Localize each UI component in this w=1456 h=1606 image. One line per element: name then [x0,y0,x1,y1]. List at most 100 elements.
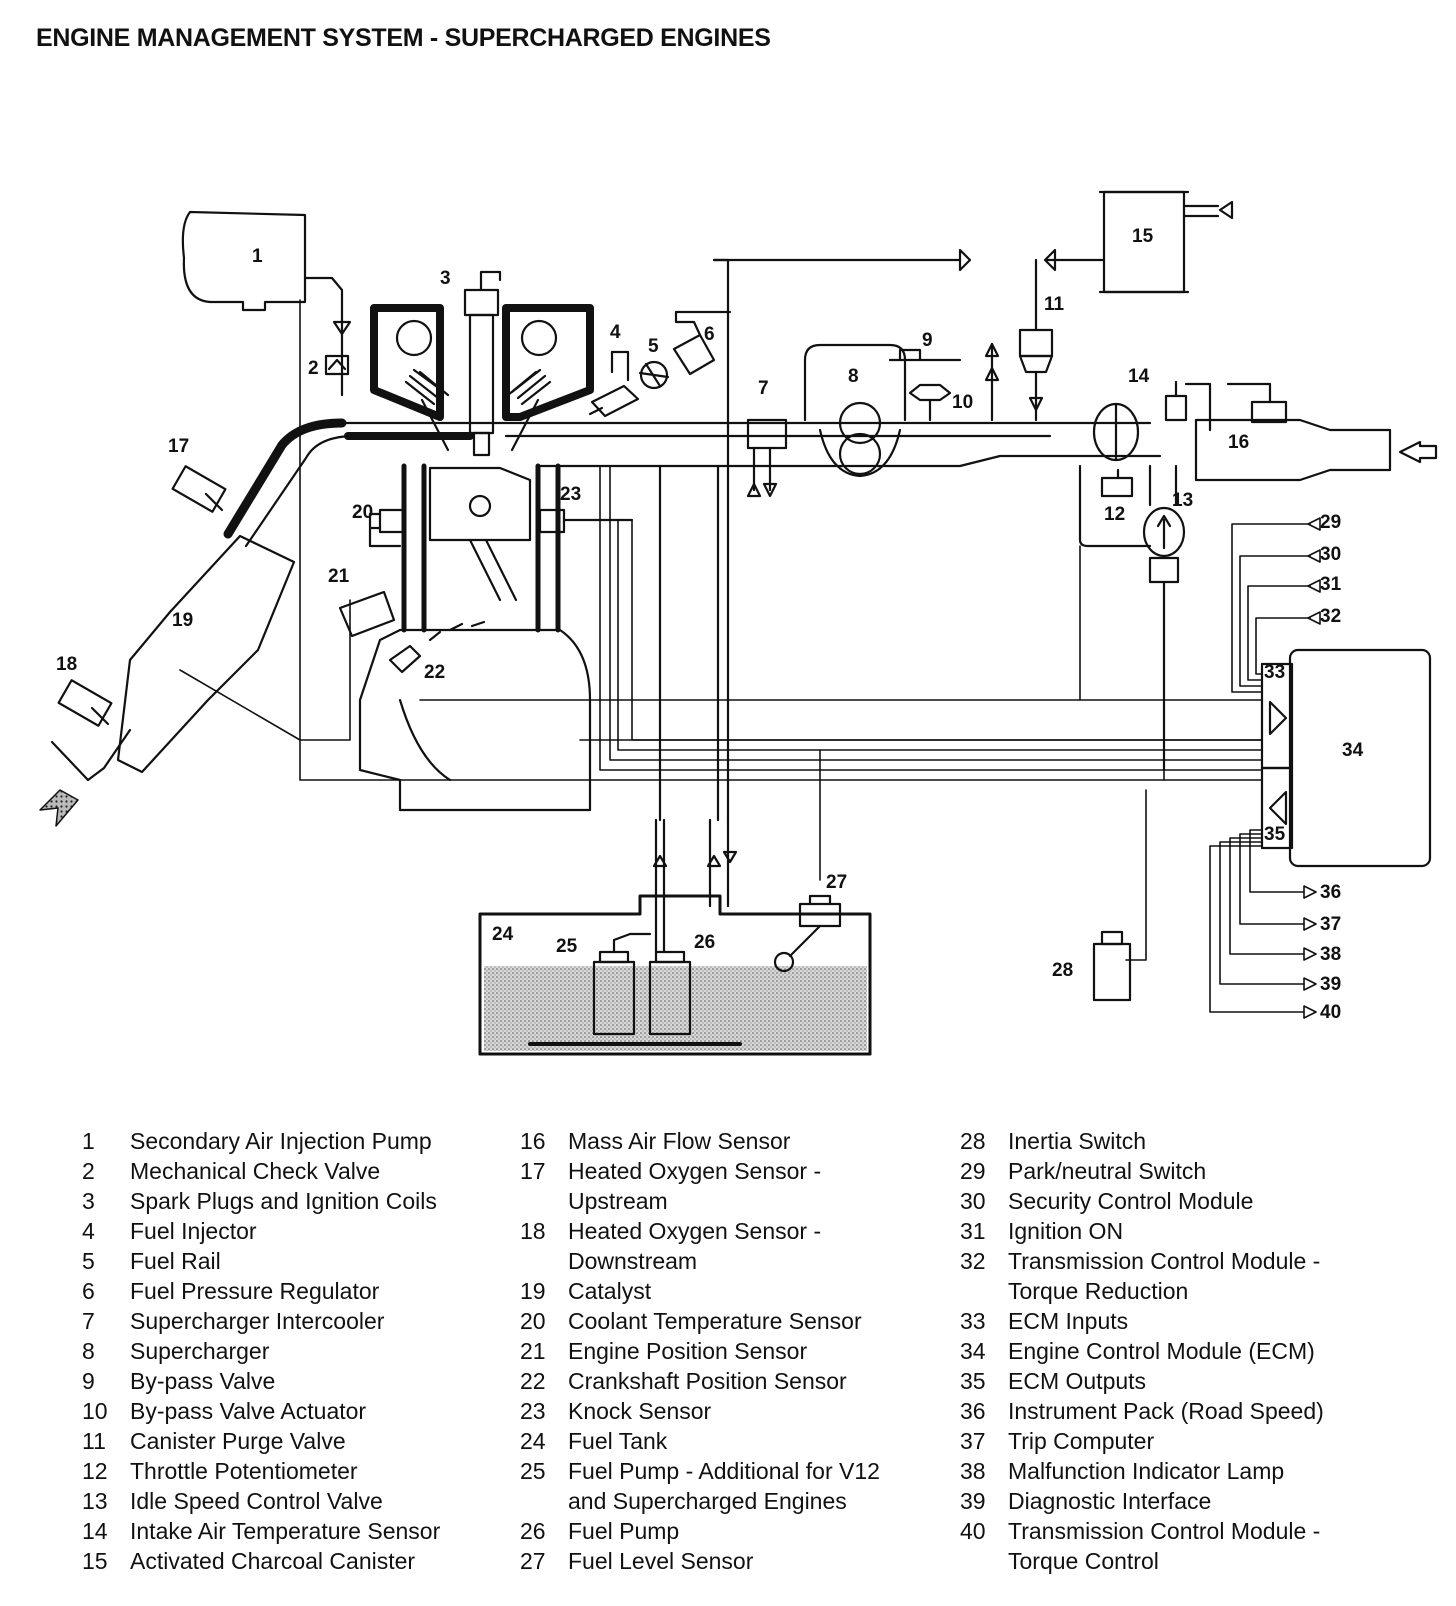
legend-label-line: Torque Reduction [1008,1278,1189,1304]
legend-number: 9 [82,1368,95,1394]
legend-number: 35 [960,1368,986,1394]
callout-16: 16 [1228,432,1249,453]
legend-number: 8 [82,1338,95,1364]
legend-label: Throttle Potentiometer [130,1456,358,1486]
legend-label-line: Coolant Temperature Sensor [568,1308,862,1334]
legend-label: Activated Charcoal Canister [130,1546,415,1576]
legend-number: 16 [520,1128,546,1154]
callout-1: 1 [252,246,263,267]
callout-37: 37 [1320,914,1341,935]
legend-label: Mass Air Flow Sensor [568,1126,790,1156]
legend-number: 37 [960,1428,986,1454]
callout-39: 39 [1320,974,1341,995]
legend-label: Coolant Temperature Sensor [568,1306,862,1336]
callout-labels: 1 2 3 4 5 6 7 8 9 10 11 12 13 14 15 16 1… [56,226,1364,1023]
legend-label-line: Supercharger Intercooler [130,1308,385,1334]
legend-label-line: Activated Charcoal Canister [130,1548,416,1574]
legend-label-line: Mechanical Check Valve [130,1158,381,1184]
legend-label: Canister Purge Valve [130,1426,346,1456]
legend-label: Security Control Module [1008,1186,1253,1216]
legend-label-line: Catalyst [568,1278,652,1304]
callout-34: 34 [1342,740,1364,761]
fuel-feed-lines [652,258,738,954]
legend-label: Heated Oxygen Sensor -Upstream [568,1156,821,1216]
callout-31: 31 [1320,574,1342,595]
legend-item: 11 Canister Purge Valve [82,1426,502,1456]
callout-2: 2 [308,358,319,379]
legend-label-line: Transmission Control Module - [1008,1248,1321,1274]
legend-label-line: Secondary Air Injection Pump [130,1128,432,1154]
legend-number: 11 [82,1428,106,1454]
legend-label-line: Fuel Rail [130,1248,221,1274]
legend-label: Trip Computer [1008,1426,1154,1456]
heated-oxygen-sensor-upstream [171,465,227,513]
fuel-injector [588,350,640,418]
legend-label-line: By-pass Valve Actuator [130,1398,367,1424]
legend-number: 6 [82,1278,95,1304]
legend-label-line: Supercharger [130,1338,270,1364]
inertia-switch [1092,930,1132,1002]
legend-number: 25 [520,1458,546,1484]
legend-item: 10 By-pass Valve Actuator [82,1396,502,1426]
legend-label: By-pass Valve Actuator [130,1396,366,1426]
canister-purge-valve [984,258,1054,422]
callout-18: 18 [56,654,77,675]
legend-number: 10 [82,1398,108,1424]
legend-number: 39 [960,1488,986,1514]
legend-label: Fuel Tank [568,1426,667,1456]
legend-label: Fuel Pressure Regulator [130,1276,379,1306]
legend-item: 6 Fuel Pressure Regulator [82,1276,502,1306]
legend-label-line: Canister Purge Valve [130,1428,346,1454]
legend-label-line: Heated Oxygen Sensor - [568,1218,822,1244]
mechanical-check-valve [324,320,352,376]
legend-label-line: Fuel Injector [130,1218,257,1244]
legend-label-line: Fuel Pressure Regulator [130,1278,380,1304]
heated-oxygen-sensor-downstream [57,679,113,727]
legend-number: 4 [82,1218,95,1244]
legend-number: 34 [960,1338,986,1364]
legend-label: Supercharger [130,1336,269,1366]
legend-label: Transmission Control Module - Torque Redu… [1008,1246,1320,1306]
legend-label: Malfunction Indicator Lamp [1008,1456,1284,1486]
callout-23: 23 [560,484,581,505]
callout-33: 33 [1264,662,1285,683]
callout-35: 35 [1264,824,1286,845]
mass-air-flow-sensor [1194,382,1438,482]
legend-label: Diagnostic Interface [1008,1486,1211,1516]
callout-11: 11 [1044,294,1065,315]
throttle-body [1078,402,1152,548]
activated-charcoal-canister [1058,190,1234,294]
legend-number: 18 [520,1218,546,1244]
legend-label-line: Fuel Level Sensor [568,1548,754,1574]
legend-label: Mechanical Check Valve [130,1156,380,1186]
legend-number: 28 [960,1128,986,1154]
legend-number: 36 [960,1398,986,1424]
legend-label: Knock Sensor [568,1396,711,1426]
callout-17: 17 [168,436,189,457]
callout-10: 10 [952,392,973,413]
callout-20: 20 [352,502,373,523]
idle-speed-control-valve [1142,464,1186,772]
callout-4: 4 [610,322,621,343]
legend-label-line: Engine Position Sensor [568,1338,808,1364]
callout-27: 27 [826,872,847,893]
